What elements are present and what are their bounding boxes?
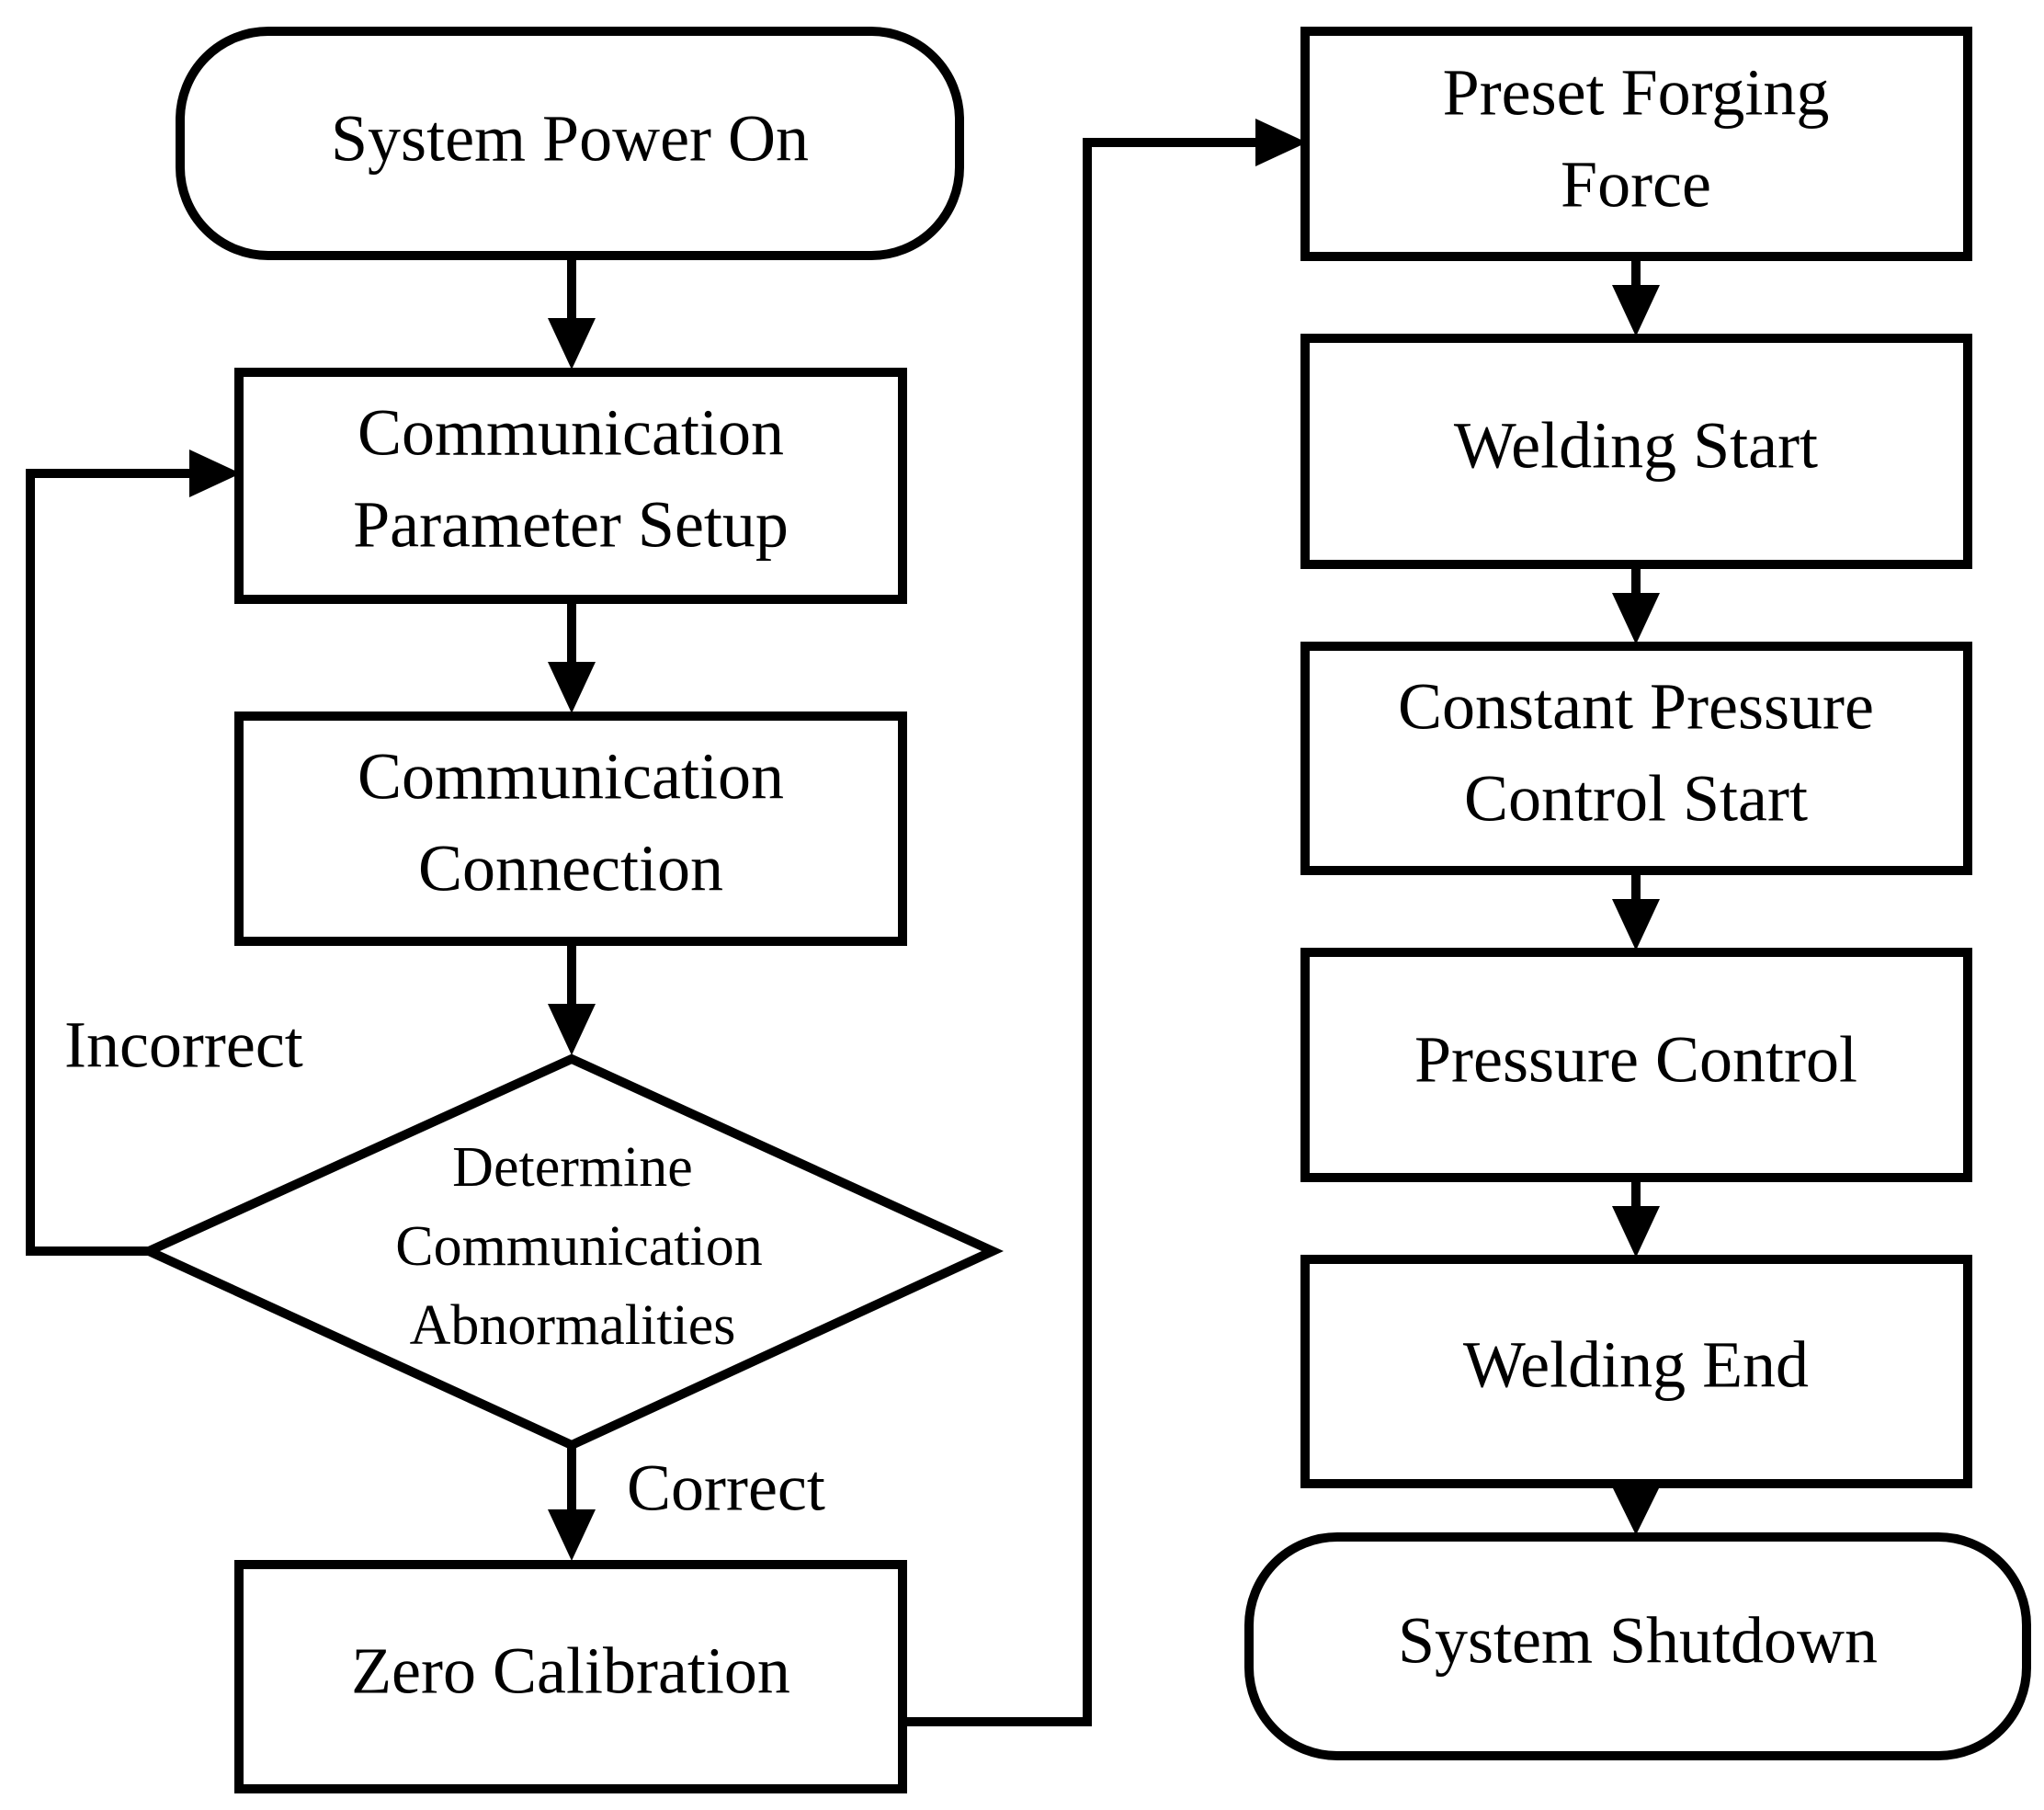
node-constant-pressure-line-1: Constant Pressure [1398,670,1874,744]
node-decision-line-1: Determine [452,1136,693,1199]
node-constant-pressure-control-start: Constant Pressure Control Start [1300,642,1972,875]
node-constant-pressure-line-2: Control Start [1464,762,1808,836]
arrow-constant-to-pressure [1612,869,1660,951]
node-parameter-setup-line-1: Communication [358,396,784,470]
node-parameter-setup-line-2: Parameter Setup [353,488,789,562]
node-system-power-on: System Power On [176,27,964,260]
node-determine-abnormalities-decision: Determine Communication Abnormalities [137,1053,1004,1451]
arrow-decision-to-calibration [548,1443,596,1561]
arrow-poweron-to-setup [548,255,596,370]
node-communication-parameter-setup: Communication Parameter Setup [234,368,907,604]
arrow-weldstart-to-constant [1612,563,1660,644]
node-welding-end: Welding End [1300,1255,1972,1488]
node-system-power-on-label: System Power On [331,102,809,176]
node-zero-calibration-label: Zero Calibration [351,1634,790,1708]
node-system-shutdown: System Shutdown [1244,1532,2031,1760]
node-preset-forging-force: Preset Forging Force [1300,27,1972,261]
node-decision-line-2: Communication [395,1215,763,1278]
node-system-shutdown-label: System Shutdown [1398,1604,1878,1678]
node-zero-calibration: Zero Calibration [234,1560,907,1793]
arrow-incorrect-loop [26,450,241,1256]
arrow-preset-to-weldstart [1612,255,1660,336]
node-pressure-control-label: Pressure Control [1414,1023,1857,1097]
arrow-setup-to-connection [548,598,596,713]
arrow-connection-to-decision [548,939,596,1055]
node-pressure-control: Pressure Control [1300,948,1972,1182]
arrow-calibration-to-preset [901,119,1307,1726]
node-preset-force-line-1: Preset Forging [1443,56,1830,130]
node-welding-end-label: Welding End [1463,1328,1809,1402]
arrow-weldend-to-shutdown [1612,1482,1660,1535]
edge-label-correct: Correct [627,1451,825,1525]
arrow-pressure-to-weldend [1612,1176,1660,1258]
node-connection-line-1: Communication [358,740,784,814]
node-decision-line-3: Abnormalities [410,1294,736,1357]
node-welding-start: Welding Start [1300,334,1972,569]
edge-label-incorrect: Incorrect [64,1008,303,1082]
node-preset-force-line-2: Force [1561,148,1711,222]
node-connection-line-2: Connection [418,832,723,905]
node-welding-start-label: Welding Start [1454,409,1818,483]
node-communication-connection: Communication Connection [234,711,907,946]
